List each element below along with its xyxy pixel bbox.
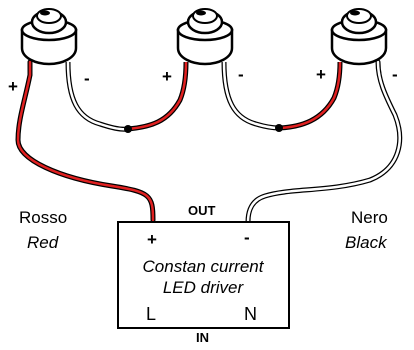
led-driver: OUT + - Constan current LED driver L N I… — [117, 203, 290, 345]
junction-dot-2 — [275, 124, 283, 132]
black-return-wire — [245, 59, 403, 225]
led-3-plus-label: + — [316, 65, 326, 84]
driver-in-label: IN — [196, 330, 209, 345]
driver-minus-label: - — [244, 228, 250, 247]
led-2-plus-label: + — [162, 67, 172, 86]
red-wire-label-italian: Rosso — [19, 208, 67, 227]
led-2: + - — [162, 8, 244, 86]
led-3-minus-label: - — [392, 65, 398, 84]
junction-dot-1 — [124, 125, 132, 133]
red-wire-label-english: Red — [27, 233, 59, 252]
driver-title-line-1: Constan current — [143, 257, 265, 276]
led-2-minus-label: - — [238, 65, 244, 84]
link-wire-led2-led3 — [221, 61, 343, 131]
led-3-body — [330, 8, 388, 66]
led-3: + - — [316, 8, 398, 84]
black-wire-label-english: Black — [345, 233, 388, 252]
led-2-body — [176, 8, 234, 66]
led-1-minus-label: - — [84, 69, 90, 88]
link-wire-led1-led2 — [65, 61, 189, 132]
driver-out-label: OUT — [188, 203, 216, 218]
led-1-body — [20, 8, 78, 66]
black-wire-label-italian: Nero — [351, 208, 388, 227]
driver-title-line-2: LED driver — [163, 278, 245, 297]
driver-terminal-l: L — [146, 304, 156, 324]
driver-box — [117, 221, 290, 329]
led-1-plus-label: + — [8, 77, 18, 96]
driver-terminal-n: N — [244, 304, 257, 324]
led-1: + - — [8, 8, 90, 96]
red-supply-wire — [15, 59, 156, 223]
driver-plus-label: + — [147, 230, 157, 249]
